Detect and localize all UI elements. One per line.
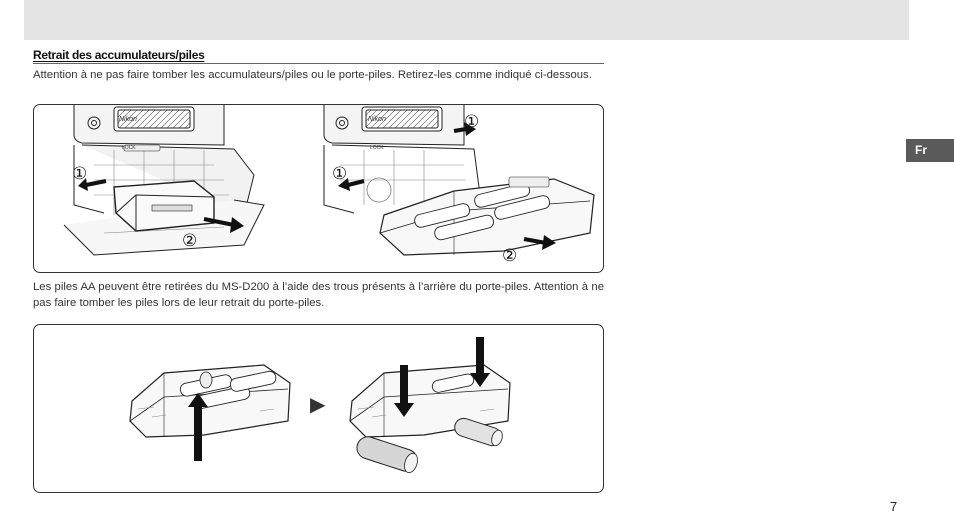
language-tab: Fr <box>906 139 954 162</box>
aa-removal-figure: ▶ <box>33 324 604 493</box>
page-number: 7 <box>890 499 898 514</box>
lock-label-left: LOCK <box>122 145 136 151</box>
lock-label-right: LOCK <box>370 145 384 151</box>
camera-battery-left <box>63 105 265 256</box>
aa-removal-paragraph: Les piles AA peuvent être retirées du MS… <box>33 281 604 309</box>
aa-holder-right <box>349 337 511 474</box>
step2-label-right: ② <box>502 246 517 266</box>
camera-aa-holder-right <box>323 105 595 256</box>
aa-holder-left <box>129 364 291 461</box>
battery-removal-illustration: Nikon LOCK ① ② <box>63 105 595 266</box>
camera-brand-label-left: Nikon <box>119 116 137 123</box>
step1-label-left: ① <box>72 164 87 184</box>
intro-paragraph: Attention à ne pas faire tomber les accu… <box>33 69 592 81</box>
step1-label-right-camera: ① <box>332 164 347 184</box>
sequence-arrow: ▶ <box>310 392 326 416</box>
battery-removal-figure: Nikon LOCK ① ② <box>33 104 604 273</box>
aa-removal-illustration: ▶ <box>129 337 511 474</box>
section-title: Retrait des accumulateurs/piles <box>33 49 604 64</box>
header-band <box>24 0 909 40</box>
step2-label-left: ② <box>182 231 197 251</box>
camera-brand-label-right: Nikon <box>368 116 386 123</box>
step1-label-right-holder: ① <box>464 112 479 132</box>
